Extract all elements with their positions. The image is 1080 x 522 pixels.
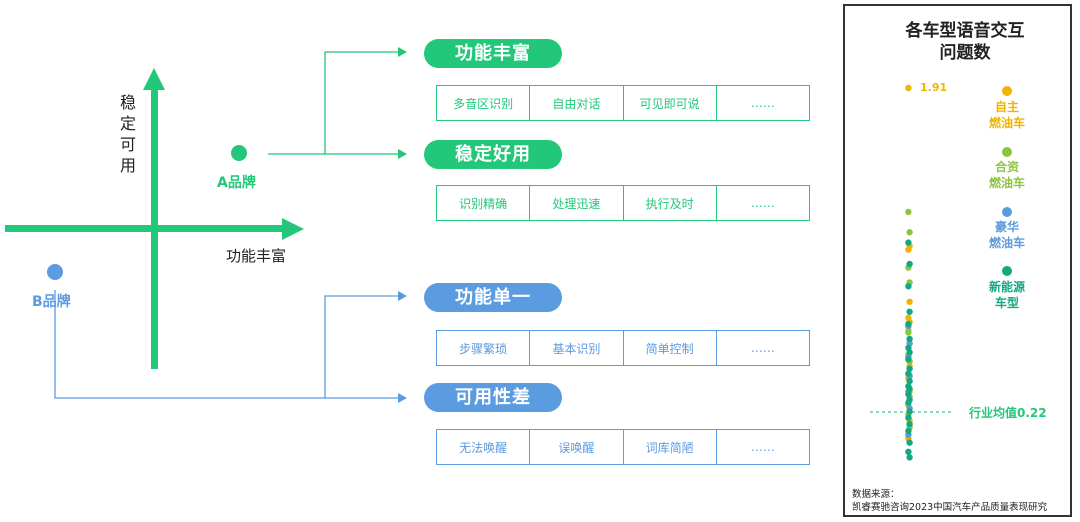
- x-axis-label: 功能丰富: [226, 247, 287, 265]
- legend-dot: [1002, 147, 1012, 157]
- brand-a-dot: [231, 145, 247, 161]
- item-cell: ……: [715, 186, 809, 220]
- source-note: 数据来源： 凯睿赛驰咨询2023中国汽车产品质量表现研究: [852, 489, 1048, 513]
- scatter-point: [905, 391, 912, 398]
- legend-label: 自主燃油车: [988, 100, 1025, 130]
- scatter-point: [905, 370, 912, 377]
- scatter-point: [906, 420, 913, 428]
- item-cell: 处理迅速: [529, 186, 622, 220]
- category-title-rich: 功能丰富: [424, 39, 562, 68]
- item-cell: 误唤醒: [529, 430, 622, 464]
- scatter-point: [905, 320, 912, 328]
- item-cell: 步骤繁琐: [459, 341, 508, 356]
- legend-dot: [1002, 266, 1012, 276]
- item-cell: 可见即可说: [622, 86, 716, 120]
- scatter-point: [905, 427, 912, 435]
- scatter-point: [906, 439, 913, 446]
- legend-dot: [1002, 207, 1012, 217]
- legend-dot: [1002, 86, 1012, 96]
- scatter-point: [906, 365, 913, 372]
- category-title-poor: 可用性差: [424, 383, 562, 412]
- scatter-point: [906, 385, 913, 393]
- category-title-single: 功能单一: [424, 283, 562, 312]
- brand-b-label: B品牌: [32, 294, 71, 310]
- legend-label: 合资燃油车: [988, 160, 1025, 190]
- item-cell: 识别精确: [459, 196, 508, 211]
- legend-label: 新能源车型: [988, 280, 1025, 310]
- scatter-point: [905, 329, 912, 336]
- item-cell: 多音区识别: [453, 96, 514, 111]
- category-row-single: 步骤繁琐 基本识别 简单控制 ……: [436, 330, 810, 366]
- connector-a: [268, 51, 398, 155]
- scatter-point: [905, 448, 912, 456]
- scatter-point: [905, 84, 912, 92]
- scatter-point: [905, 239, 912, 246]
- y-axis-label: 稳定可用: [119, 93, 136, 175]
- connector-b: [54, 290, 398, 399]
- scatter-point: [906, 308, 913, 315]
- item-cell: 简单控制: [622, 331, 716, 365]
- item-cell: ……: [715, 430, 809, 464]
- scatter-point: [905, 246, 912, 253]
- arrow-head-icon: [398, 47, 407, 57]
- scatter-point: [905, 208, 912, 216]
- chart-panel: [843, 4, 1072, 517]
- scatter-point: [906, 229, 913, 236]
- y-axis-arrow-icon: [143, 68, 165, 90]
- scatter-point: [906, 349, 913, 356]
- scatter-point: [905, 356, 912, 363]
- scatter-plot: [870, 84, 951, 461]
- average-label: 行业均值0.22: [969, 406, 1047, 420]
- item-cell: 执行及时: [622, 186, 716, 220]
- scatter-point: [906, 260, 913, 268]
- item-cell: 基本识别: [529, 331, 622, 365]
- connector-lines: [54, 47, 407, 403]
- arrow-head-icon: [398, 149, 407, 159]
- category-row-stable: 识别精确 处理迅速 执行及时 ……: [436, 185, 810, 221]
- category-title-stable: 稳定好用: [424, 140, 562, 169]
- scatter-point: [906, 408, 913, 415]
- scatter-point: [906, 298, 913, 305]
- category-row-rich: 多音区识别 自由对话 可见即可说 ……: [436, 85, 810, 121]
- x-axis-arrow-icon: [282, 218, 304, 240]
- scatter-point: [906, 335, 913, 343]
- chart-title-line2: 问题数: [939, 43, 991, 63]
- item-cell: 词库简陋: [622, 430, 716, 464]
- scatter-point: [905, 399, 912, 406]
- scatter-point: [905, 283, 912, 290]
- item-cell: ……: [715, 86, 809, 120]
- legend-label: 豪华燃油车: [988, 220, 1025, 250]
- arrow-head-icon: [398, 291, 407, 301]
- scatter-point: [906, 377, 913, 385]
- x-axis: [5, 225, 283, 232]
- item-cell: 无法唤醒: [459, 440, 508, 455]
- category-row-poor: 无法唤醒 误唤醒 词库简陋 ……: [436, 429, 810, 465]
- brand-b-dot: [47, 264, 63, 280]
- scatter-point: [905, 414, 912, 421]
- chart-title: 各车型语音交互 问题数: [870, 20, 1060, 64]
- chart-title-line1: 各车型语音交互: [905, 21, 1025, 41]
- arrow-head-icon: [398, 393, 407, 403]
- scatter-point: [906, 454, 913, 461]
- item-cell: 自由对话: [529, 86, 622, 120]
- brand-a-label: A品牌: [217, 175, 256, 191]
- max-value-label: 1.91: [920, 81, 948, 94]
- item-cell: ……: [715, 331, 809, 365]
